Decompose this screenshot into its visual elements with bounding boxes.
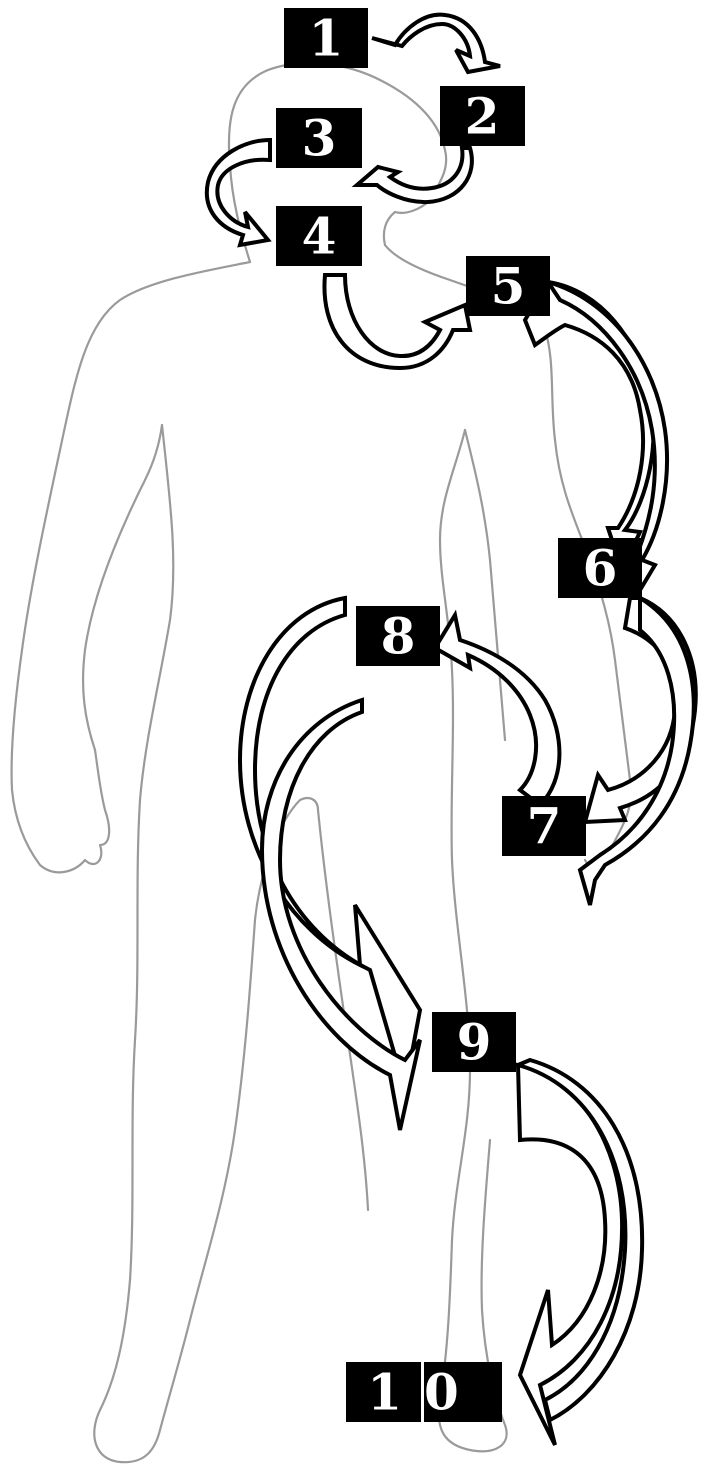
step-marker-9: 9 (432, 1012, 516, 1072)
step-marker-10: 10 (346, 1362, 502, 1422)
step-marker-8-label: 8 (381, 607, 416, 666)
arrow-6-to-7-second (580, 598, 694, 905)
step-marker-10-label: 10 (367, 1363, 481, 1422)
arrow-4-to-5 (324, 275, 470, 368)
step-marker-8: 8 (356, 606, 440, 666)
arrow-1-to-2 (372, 15, 500, 72)
arrow-3-to-4 (207, 140, 270, 245)
arrow-2-to-3 (357, 148, 472, 202)
arm-left-inner-outline (83, 425, 162, 750)
arrow-5-to-6 (525, 282, 654, 570)
step-marker-5: 5 (466, 256, 550, 316)
step-marker-5-label: 5 (491, 257, 526, 316)
leg-right-outline (439, 430, 507, 1451)
arm-right-inner-outline (465, 430, 505, 740)
step-marker-6-label: 6 (583, 539, 618, 598)
step-marker-2-label: 2 (465, 87, 500, 146)
arm-left-outline (12, 262, 250, 872)
step-marker-3: 3 (276, 108, 362, 168)
step-marker-4-label: 4 (302, 207, 337, 266)
arrow-8-to-9-second (262, 700, 420, 1130)
step-marker-1: 1 (284, 8, 368, 68)
step-marker-6: 6 (558, 538, 642, 598)
step-marker-1-label: 1 (309, 9, 344, 68)
step-marker-2: 2 (440, 86, 525, 146)
step-marker-3-label: 3 (302, 109, 337, 168)
step-marker-4: 4 (276, 206, 362, 266)
step-marker-7: 7 (502, 796, 586, 856)
step-marker-9-label: 9 (457, 1013, 492, 1072)
step-marker-7-label: 7 (527, 797, 562, 856)
